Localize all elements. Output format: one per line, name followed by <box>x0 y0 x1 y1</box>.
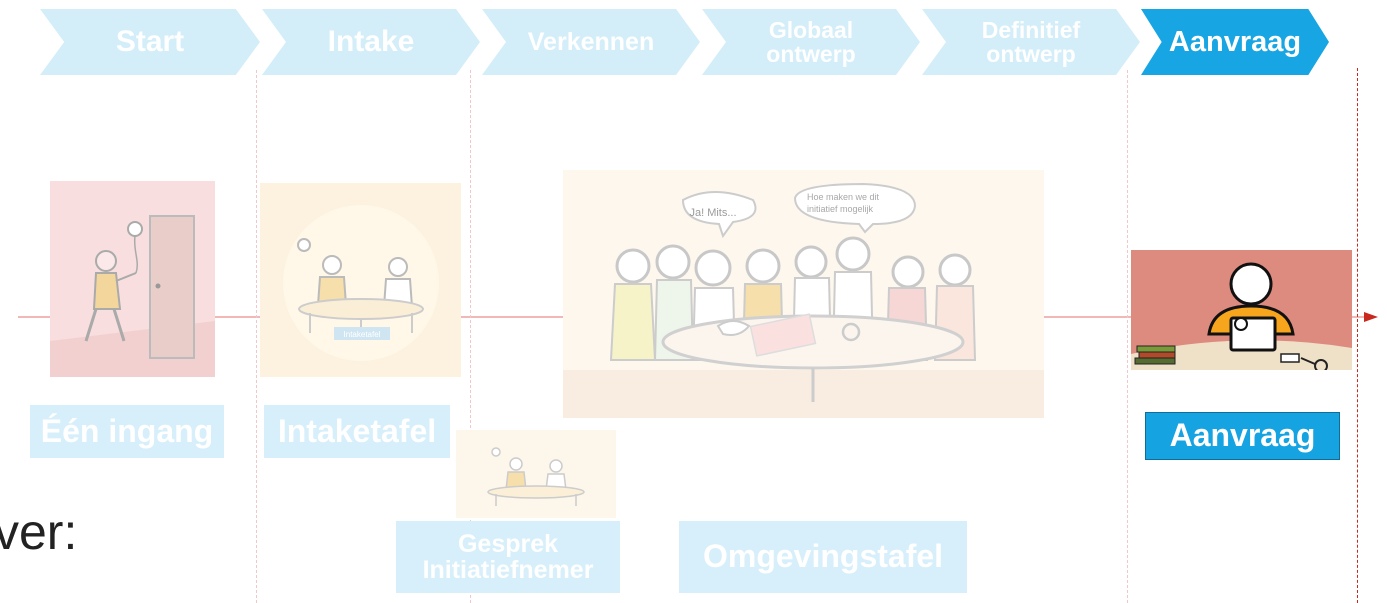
speech-bubble-right-line1: Hoe maken we dit <box>807 192 880 202</box>
phase-divider <box>256 70 257 603</box>
step-label: ontwerp <box>986 41 1076 67</box>
phase-divider <box>470 70 471 603</box>
label-text: Omgevingstafel <box>702 538 944 575</box>
label-omgevingstafel[interactable]: Omgevingstafel <box>679 521 967 593</box>
label-text: Gesprek <box>457 529 559 558</box>
step-label: Aanvraag <box>1168 25 1302 58</box>
step-label: Start <box>115 25 185 59</box>
step-aanvraag[interactable]: Aanvraag <box>1141 9 1329 75</box>
step-verkennen[interactable]: Verkennen <box>482 9 700 75</box>
een-ingang-illustration <box>50 181 215 377</box>
step-label: Globaal <box>768 16 854 43</box>
speech-bubble-left: Ja! Mits... <box>689 207 736 219</box>
label-een-ingang[interactable]: Één ingang <box>30 405 224 458</box>
speech-bubble-right-line2: initiatief mogelijk <box>807 204 874 214</box>
step-definitief-ontwerp[interactable]: Definitief ontwerp <box>922 9 1140 75</box>
timeline-arrowhead-icon <box>1364 312 1378 322</box>
aanvraag-illustration <box>1131 250 1352 370</box>
step-label: ontwerp <box>766 41 856 67</box>
step-label: Definitief <box>981 16 1081 43</box>
step-start[interactable]: Start <box>40 9 260 75</box>
label-text: Initiatiefnemer <box>422 556 594 584</box>
label-text: Intaketafel <box>277 412 437 449</box>
intaketafel-illustration: Intaketafel <box>260 183 461 377</box>
label-gesprek-initiatiefnemer[interactable]: Gesprek Initiatiefnemer <box>396 521 620 593</box>
omgevingstafel-illustration: Ja! Mits... Hoe maken we dit initiatief … <box>563 170 1044 418</box>
step-label: Intake <box>327 25 415 59</box>
label-aanvraag[interactable]: Aanvraag <box>1145 412 1340 460</box>
gesprek-illustration <box>456 430 616 518</box>
step-intake[interactable]: Intake <box>262 9 480 75</box>
step-label: Verkennen <box>527 27 655 56</box>
label-text: Aanvraag <box>1169 417 1316 454</box>
step-globaal-ontwerp[interactable]: Globaal ontwerp <box>702 9 920 75</box>
label-intaketafel[interactable]: Intaketafel <box>264 405 450 458</box>
side-text: ver: <box>0 504 78 560</box>
current-phase-marker <box>1357 68 1358 603</box>
phase-divider <box>1127 70 1128 603</box>
label-text: Één ingang <box>40 412 214 449</box>
intake-table-sign: Intaketafel <box>344 330 381 339</box>
